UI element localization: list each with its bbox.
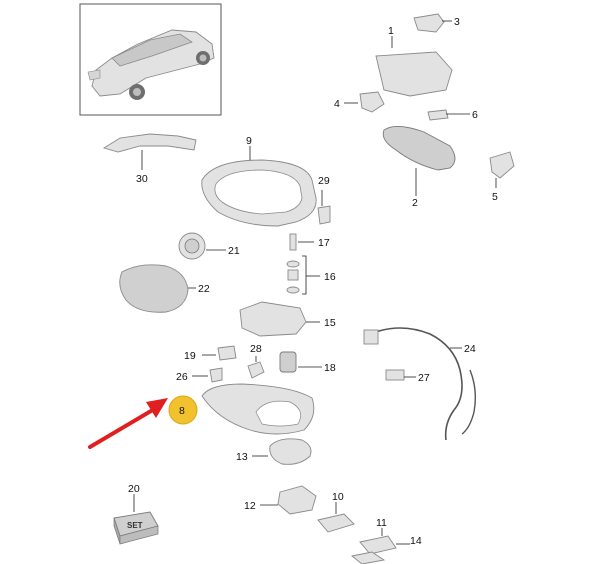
part-5-cover: 5 <box>489 151 515 203</box>
part-3-bracket: 3 <box>413 13 460 33</box>
set-box-text: SET <box>127 521 143 530</box>
label-5: 5 <box>492 191 498 203</box>
label-21: 21 <box>228 245 240 257</box>
part-17-screw: 17 <box>289 233 330 251</box>
label-6: 6 <box>472 109 478 121</box>
label-22: 22 <box>198 283 210 295</box>
label-30: 30 <box>136 173 148 185</box>
label-2: 2 <box>412 197 418 209</box>
part-30-strip: 30 <box>102 133 197 185</box>
part-21-mirror-motor: 21 <box>178 232 240 260</box>
part-22-mirror-glass: 22 <box>119 264 210 313</box>
label-14: 14 <box>410 535 422 547</box>
label-11: 11 <box>376 517 387 529</box>
red-arrow-icon <box>88 398 168 449</box>
label-20: 20 <box>128 483 140 495</box>
part-19-bracket: 19 <box>184 345 237 362</box>
part-18-motor: 18 <box>279 351 336 374</box>
label-18: 18 <box>324 362 336 374</box>
highlight-marker-8[interactable]: 8 <box>168 395 198 425</box>
part-10-plate: 10 <box>317 491 355 533</box>
label-9: 9 <box>246 135 252 147</box>
label-24: 24 <box>464 343 476 355</box>
part-26-clip: 26 <box>176 367 223 383</box>
label-27: 27 <box>418 372 430 384</box>
label-15: 15 <box>324 317 336 329</box>
label-13: 13 <box>236 451 248 463</box>
part-20-set-box: SET 20 <box>113 483 159 545</box>
label-17: 17 <box>318 237 330 249</box>
label-16: 16 <box>324 271 336 283</box>
part-9-housing-frame: 9 <box>201 135 317 227</box>
vehicle-thumbnail <box>79 3 222 116</box>
part-14-part: 14 <box>350 535 422 564</box>
label-1: 1 <box>388 25 394 37</box>
part-4-clip: 4 <box>334 91 385 113</box>
part-13-cover: 13 <box>236 438 312 465</box>
label-19: 19 <box>184 350 196 362</box>
part-15-mirror-bracket: 15 <box>239 301 336 337</box>
part-24-wiring-harness: 24 <box>363 327 477 441</box>
label-4: 4 <box>334 98 340 110</box>
label-26: 26 <box>176 371 188 383</box>
part-29-clip: 29 <box>317 175 331 225</box>
label-3: 3 <box>454 16 460 28</box>
label-29: 29 <box>318 175 330 187</box>
label-8: 8 <box>179 405 185 417</box>
part-12-base: 12 <box>244 485 317 515</box>
part-8-lower-housing <box>201 383 315 435</box>
part-27-connector: 27 <box>385 369 430 384</box>
label-10: 10 <box>332 491 344 503</box>
label-12: 12 <box>244 500 256 512</box>
part-2-turn-signal: 2 <box>382 126 456 209</box>
part-6-small-part: 6 <box>427 109 478 121</box>
part-1-upper-housing: 1 <box>375 25 453 97</box>
part-28-clip: 28 <box>247 343 265 379</box>
part-16-spring-kit: 16 <box>286 255 336 295</box>
label-28: 28 <box>250 343 262 355</box>
part-11-plate: 11 <box>359 517 397 555</box>
